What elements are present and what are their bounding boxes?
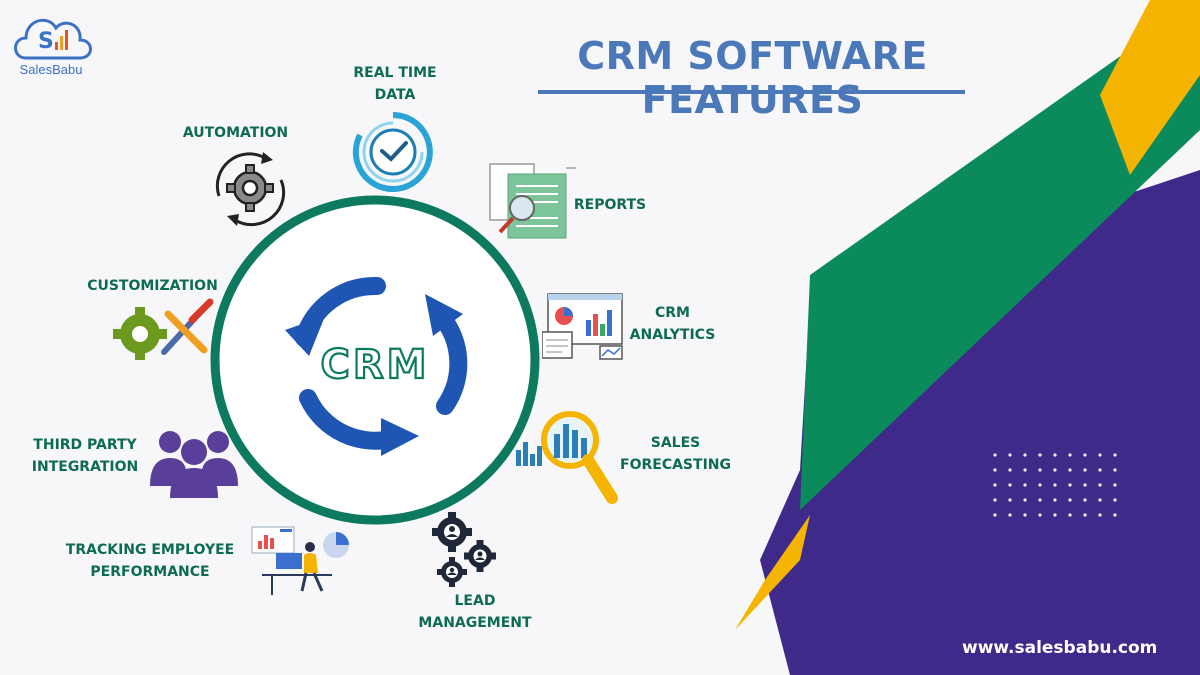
feature-label-line2: ANALYTICS [625, 324, 720, 346]
feature-label-line1: THIRD PARTY [20, 434, 150, 456]
magnifier-chart-icon [512, 410, 624, 510]
feature-label-line1: CUSTOMIZATION [80, 275, 225, 297]
page-title: CRM SOFTWARE FEATURES [480, 34, 1025, 122]
feature-label-line1: REAL TIME [345, 62, 445, 84]
feature-label-line2: FORECASTING [618, 454, 733, 476]
people-group-icon [148, 424, 240, 498]
feature-label-line1: AUTOMATION [168, 122, 303, 144]
feature-third-party-integration: THIRD PARTY INTEGRATION [20, 434, 150, 478]
logo-text: SalesBabu [8, 62, 94, 77]
gear-cycle-icon [205, 148, 295, 228]
feature-real-time-data: REAL TIME DATA [345, 62, 445, 106]
website-url: www.salesbabu.com [962, 638, 1157, 658]
crm-cycle-diagram: CRM [205, 190, 545, 530]
feature-label-line2: PERFORMANCE [55, 561, 245, 583]
dashboard-icon [542, 292, 624, 360]
clock-icon [348, 107, 438, 197]
title-underline [538, 90, 965, 94]
gear-tools-icon [112, 298, 217, 360]
feature-reports: REPORTS [570, 194, 650, 216]
feature-sales-forecasting: SALES FORECASTING [618, 432, 733, 476]
employee-desk-icon [248, 525, 356, 597]
feature-crm-analytics: CRM ANALYTICS [625, 302, 720, 346]
feature-customization: CUSTOMIZATION [80, 275, 225, 297]
feature-label-line2: DATA [345, 84, 445, 106]
feature-label-line1: SALES [618, 432, 733, 454]
feature-automation: AUTOMATION [168, 122, 303, 144]
feature-label-line1: REPORTS [570, 194, 650, 216]
svg-text:S: S [38, 29, 54, 54]
report-magnifier-icon [478, 160, 578, 240]
feature-tracking-employee-performance: TRACKING EMPLOYEE PERFORMANCE [55, 539, 245, 583]
feature-label-line1: LEAD [405, 590, 545, 612]
crm-center-label: CRM [321, 342, 430, 388]
feature-lead-management: LEAD MANAGEMENT [405, 590, 545, 634]
feature-label-line2: MANAGEMENT [405, 612, 545, 634]
feature-label-line1: CRM [625, 302, 720, 324]
feature-label-line2: INTEGRATION [20, 456, 150, 478]
feature-label-line1: TRACKING EMPLOYEE [55, 539, 245, 561]
gear-people-icon [430, 512, 500, 590]
